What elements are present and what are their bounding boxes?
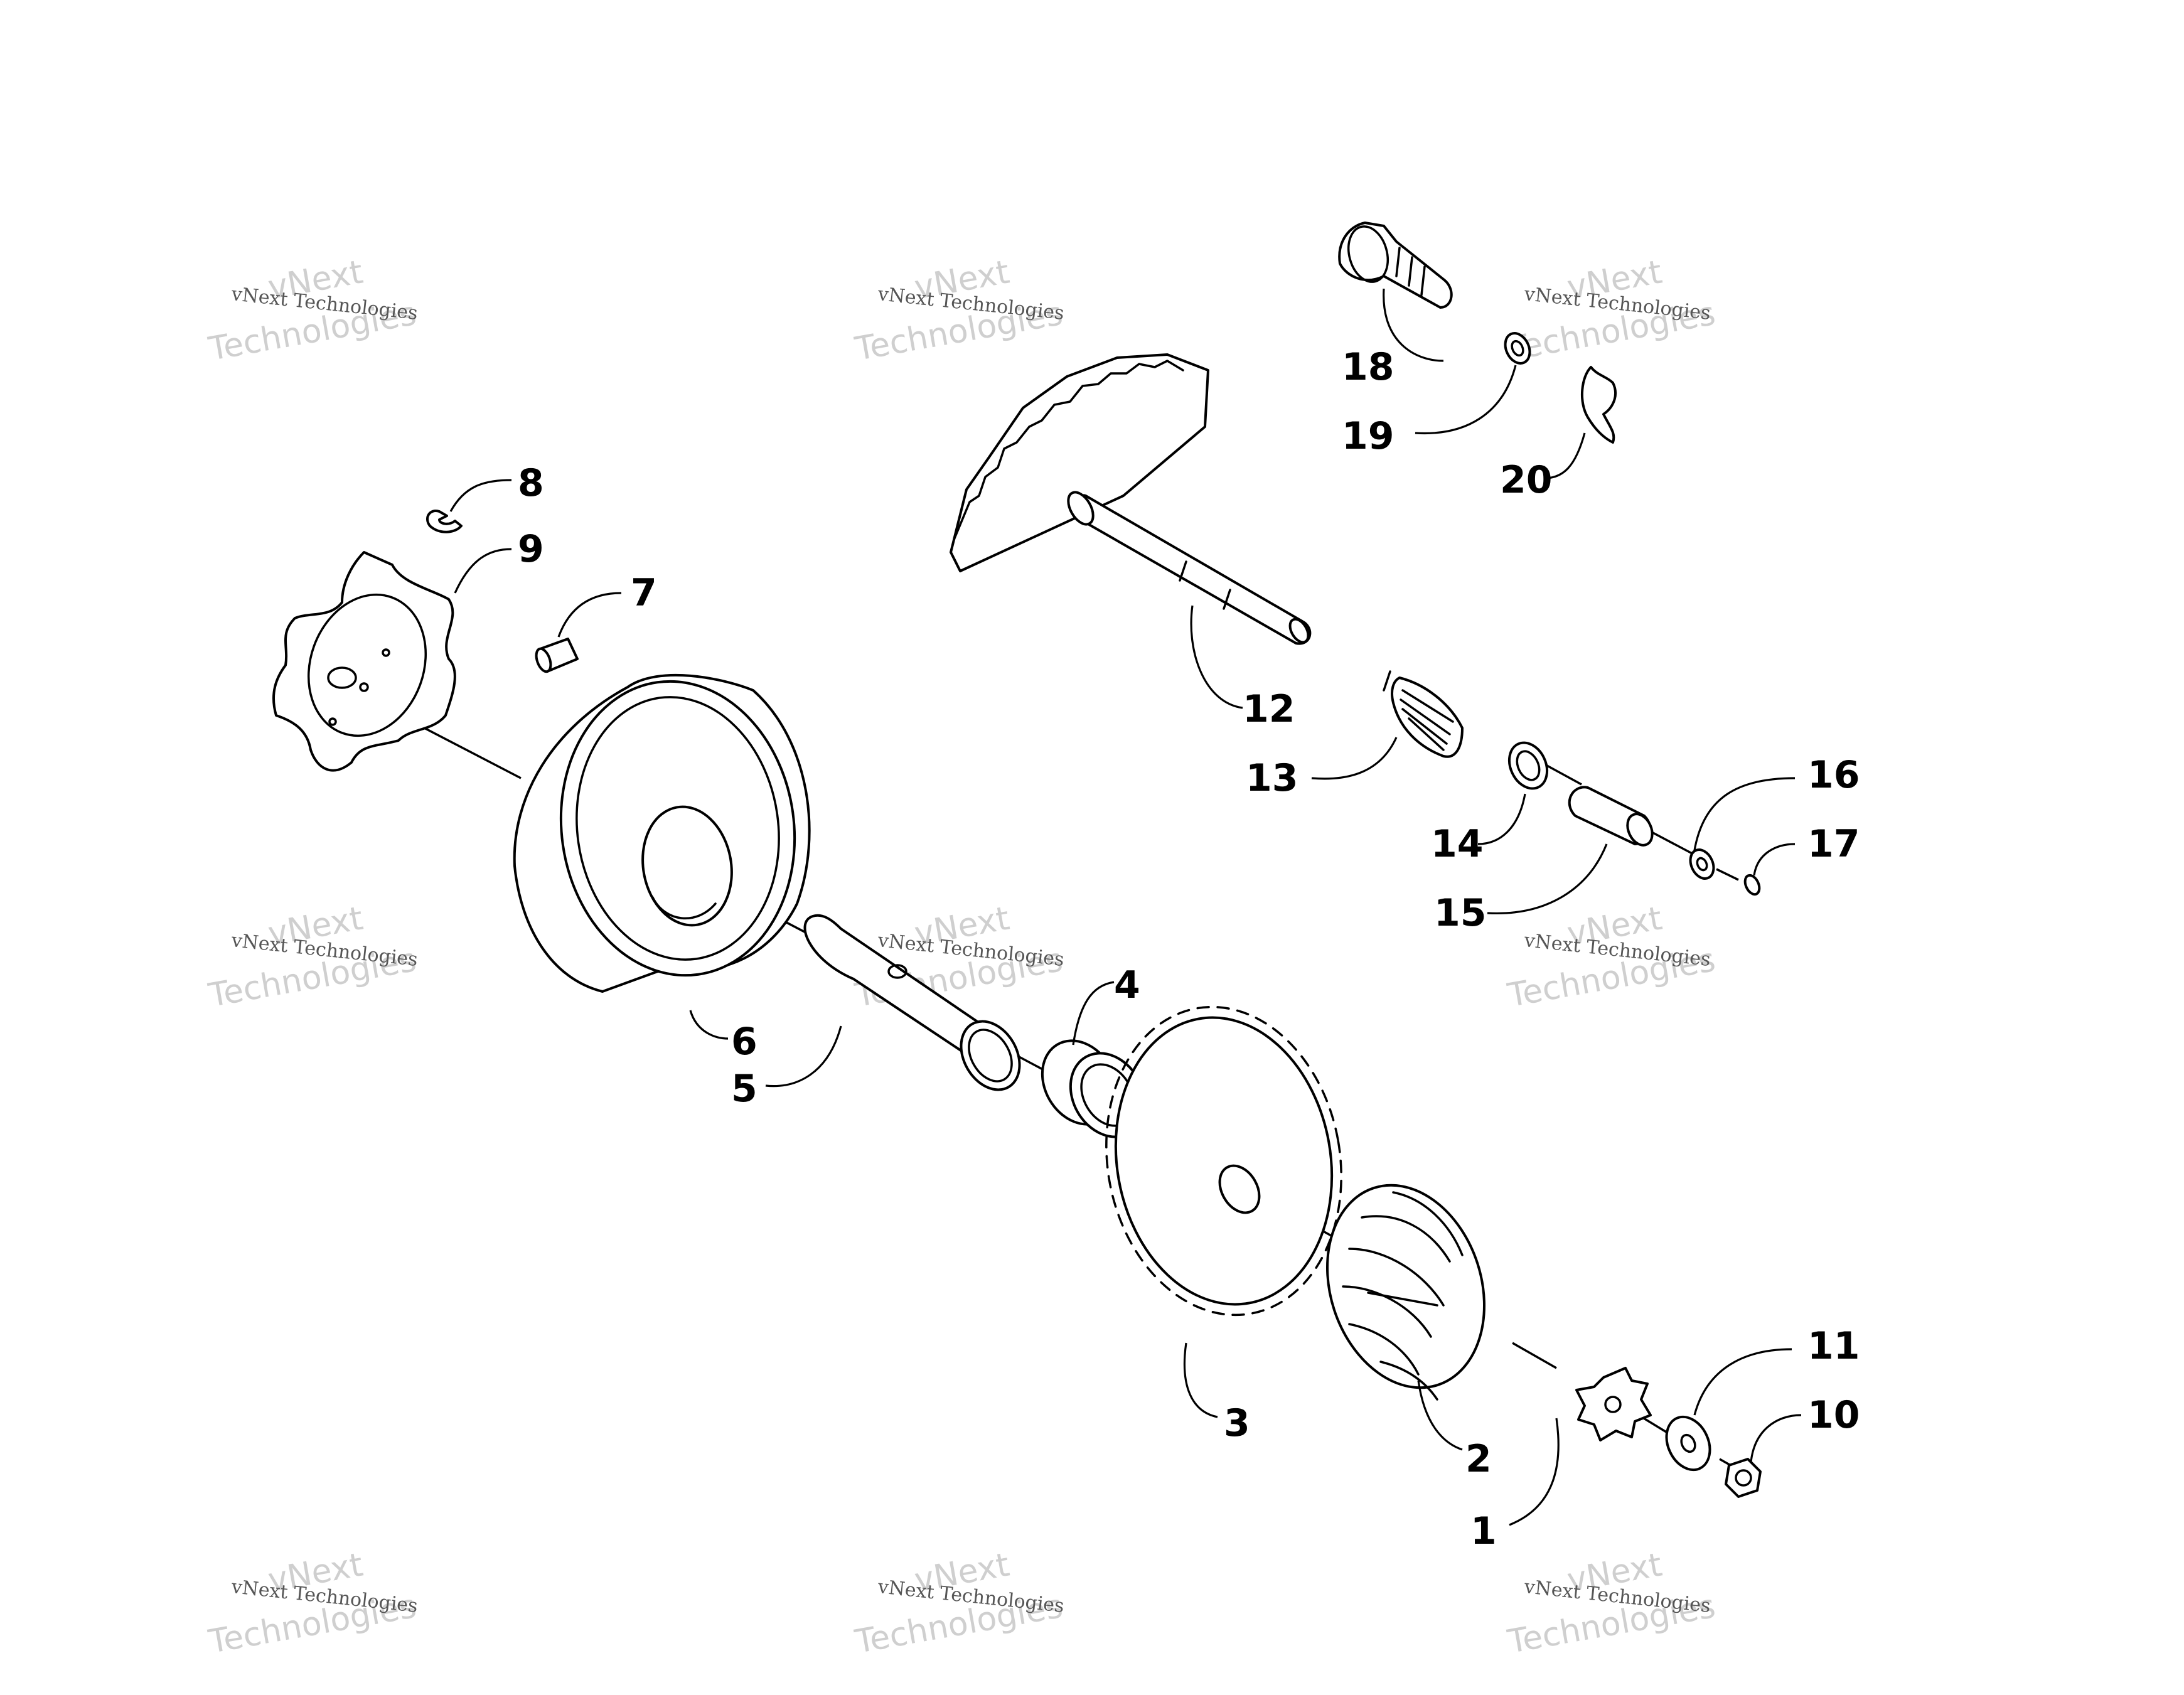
- part-14-washer: [1507, 741, 1549, 790]
- leader-17: [1753, 843, 1796, 876]
- part-17-clip: [1743, 874, 1761, 896]
- leader-7: [557, 592, 622, 638]
- part-18-pinion: [1338, 222, 1453, 309]
- leader-3: [1183, 1342, 1218, 1418]
- callout-18: 18: [1342, 345, 1394, 389]
- part-15-sleeve: [1568, 786, 1654, 847]
- callout-9: 9: [518, 527, 544, 571]
- leader-5: [765, 1025, 842, 1088]
- part-3-gear: [1105, 1005, 1342, 1317]
- part-11-washer: [1665, 1415, 1711, 1472]
- leader-13: [1311, 737, 1398, 780]
- callout-4: 4: [1114, 963, 1140, 1007]
- callout-8: 8: [518, 461, 544, 505]
- part-12-kick-shaft: [950, 353, 1312, 645]
- leader-6: [689, 1010, 729, 1040]
- part-8-clip: [426, 510, 463, 533]
- callout-10: 10: [1807, 1393, 1860, 1437]
- callout-16: 16: [1807, 753, 1860, 797]
- leader-1: [1509, 1418, 1560, 1526]
- callout-6: 6: [731, 1020, 757, 1064]
- callout-2: 2: [1465, 1437, 1492, 1481]
- leader-16: [1693, 777, 1796, 851]
- leader-lines: [449, 288, 1802, 1526]
- leader-18: [1383, 288, 1444, 362]
- leader-11: [1693, 1348, 1792, 1416]
- leader-15: [1487, 843, 1608, 915]
- callout-15: 15: [1434, 891, 1487, 935]
- part-20-key: [1580, 366, 1617, 444]
- part-16-washer: [1689, 848, 1715, 880]
- part-2-fan: [1326, 1184, 1485, 1401]
- leader-4: [1072, 981, 1115, 1045]
- callout-19: 19: [1342, 414, 1394, 458]
- callout-17: 17: [1807, 822, 1860, 866]
- callout-3: 3: [1224, 1401, 1250, 1445]
- part-13-spring: [1383, 670, 1464, 758]
- part-7-pin: [535, 638, 579, 673]
- callout-12: 12: [1243, 687, 1295, 731]
- part-9-star-plate: [272, 551, 456, 772]
- callout-5: 5: [731, 1067, 757, 1111]
- part-6-drum: [513, 673, 811, 993]
- callout-20: 20: [1500, 458, 1553, 502]
- part-19-ring: [1504, 332, 1531, 365]
- callout-7: 7: [631, 571, 657, 615]
- callout-14: 14: [1431, 822, 1484, 866]
- leader-9: [454, 548, 512, 594]
- leader-19: [1415, 365, 1517, 435]
- leader-10: [1750, 1414, 1802, 1463]
- part-5-sleeve: [803, 914, 1021, 1091]
- callouts: 1 2 3 4 5 6 7 8 9 10 11 12 13 14 15 16 1…: [518, 345, 1860, 1553]
- part-10-nut: [1725, 1458, 1762, 1498]
- callout-1: 1: [1470, 1509, 1497, 1553]
- part-1-hub: [1575, 1367, 1652, 1441]
- callout-11: 11: [1807, 1324, 1860, 1368]
- leader-2: [1417, 1380, 1463, 1451]
- leader-8: [449, 479, 512, 512]
- leader-12: [1190, 605, 1243, 709]
- leader-14: [1477, 793, 1526, 845]
- callout-13: 13: [1246, 756, 1298, 800]
- leader-20: [1546, 432, 1586, 479]
